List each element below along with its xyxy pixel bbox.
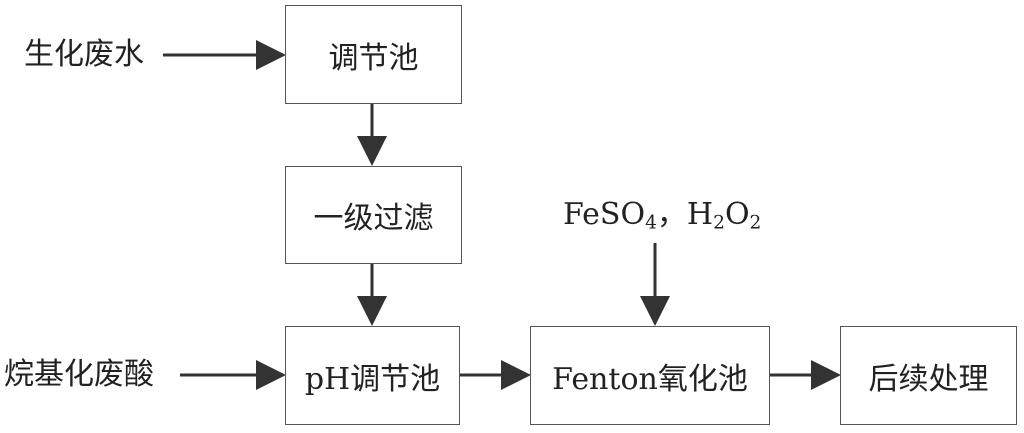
reagents-label: FeSO4，H2O2 <box>563 197 762 234</box>
node-fenton-oxidation-tank: Fenton氧化池 <box>530 326 770 425</box>
node-ph-regulating-tank: pH调节池 <box>285 326 460 425</box>
input-biochemical-wastewater: 生化废水 <box>24 37 144 72</box>
node-regulating-tank-label: 调节池 <box>328 40 419 76</box>
reagent-h2o2: H2O2 <box>686 197 762 234</box>
node-primary-filtration: 一级过滤 <box>285 166 462 264</box>
node-regulating-tank: 调节池 <box>285 5 462 104</box>
node-subsequent-treatment: 后续处理 <box>840 326 1017 425</box>
node-subsequent-treatment-label: 后续处理 <box>868 361 989 397</box>
node-fenton-oxidation-tank-label: Fenton氧化池 <box>552 361 748 397</box>
node-primary-filtration-label: 一级过滤 <box>313 201 434 236</box>
node-ph-regulating-tank-label: pH调节池 <box>304 361 441 397</box>
input-alkylation-waste-acid: 烷基化废酸 <box>4 357 154 392</box>
reagent-feso4: FeSO4 <box>563 197 657 234</box>
